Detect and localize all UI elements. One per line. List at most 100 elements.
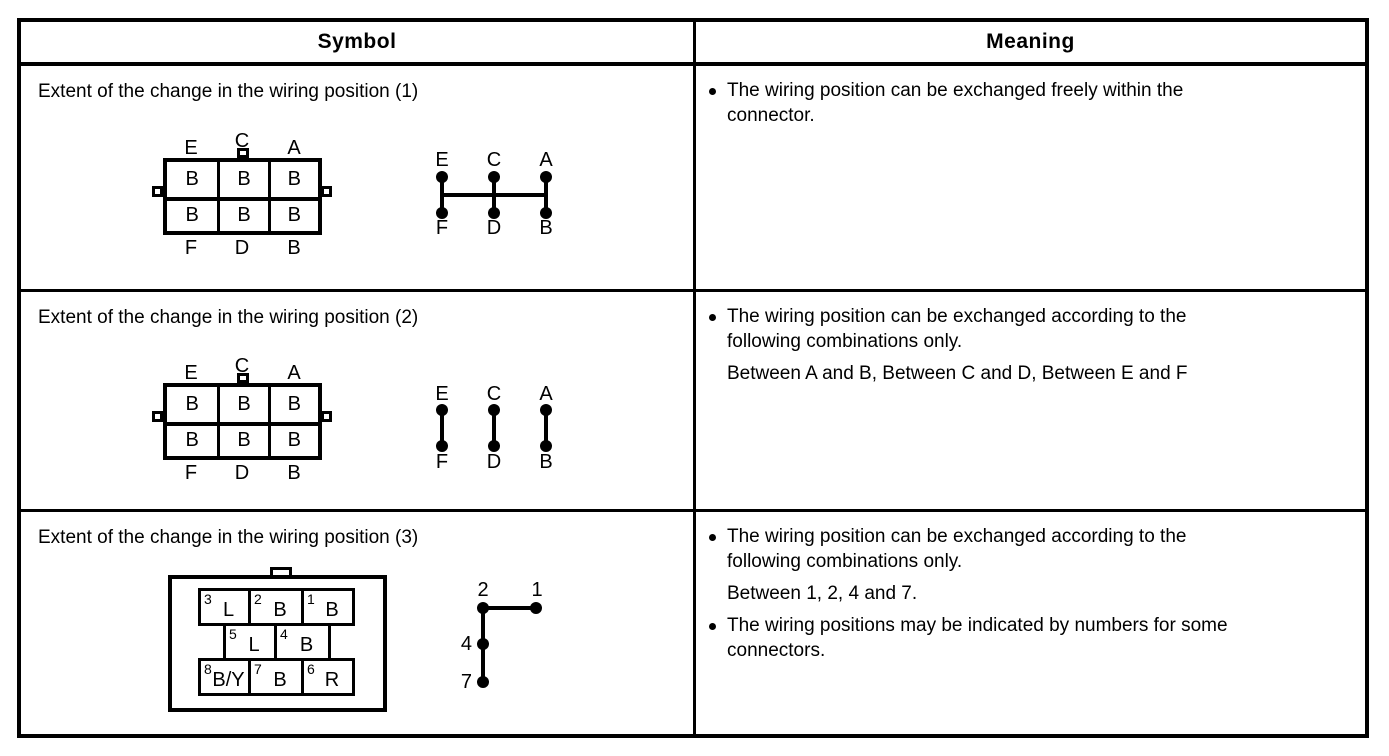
pin-dot [488, 207, 500, 219]
meaning-line: The wiring position can be exchanged acc… [696, 304, 1365, 329]
connector-bottom-label: F [184, 237, 198, 259]
pin-cell: 1 B [301, 588, 355, 626]
meaning-line: connectors. [727, 640, 826, 661]
schematic-label: C [486, 383, 502, 405]
pin-label: R [324, 669, 340, 691]
meaning-list: The wiring position can be exchanged fre… [696, 66, 1365, 128]
pin-cell: B [167, 421, 218, 457]
wire-line [544, 177, 548, 213]
pin-number: 4 [280, 626, 288, 642]
meaning-line: The wiring positions may be indicated by… [696, 613, 1365, 638]
pin-label: B [299, 634, 314, 656]
pin-dot [530, 602, 542, 614]
wire-line [492, 410, 496, 446]
connector-bottom-label: B [287, 237, 301, 259]
schematic-label: 2 [477, 579, 489, 601]
connector-diagram: B B B B B B [163, 158, 322, 235]
pin-dot [436, 207, 448, 219]
pin-label: B [273, 599, 287, 621]
pin-dot [477, 638, 489, 650]
schematic-label: D [486, 217, 502, 239]
meaning-list: The wiring position can be exchanged acc… [696, 512, 1365, 663]
pin-cell: 6 R [301, 658, 355, 696]
row3-symbol-cell: Extent of the change in the wiring posit… [21, 512, 696, 734]
connector-side-tab [321, 411, 332, 422]
meaning-line: Between A and B, Between C and D, Betwee… [727, 363, 1188, 384]
pin-cell: B [185, 167, 199, 190]
connector-bottom-label: D [234, 237, 250, 259]
pin-cell: B [267, 162, 318, 197]
schematic-label: F [435, 451, 449, 473]
row3-meaning-cell: The wiring position can be exchanged acc… [696, 512, 1365, 734]
wire-line [544, 410, 548, 446]
pin-dot [540, 171, 552, 183]
pin-dot [540, 404, 552, 416]
pin-dot [477, 602, 489, 614]
header-meaning-label: Meaning [986, 30, 1075, 53]
pin-cell: 4 B [274, 623, 331, 661]
meaning-line: following combinations only. [727, 551, 963, 572]
connector-top-label: A [287, 362, 301, 384]
schematic-label: E [435, 149, 449, 171]
pin-cell: 5 L [223, 623, 277, 661]
pin-dot [477, 676, 489, 688]
connector-bottom-label: D [234, 462, 250, 484]
connector-side-tab [152, 411, 163, 422]
schematic-label: 1 [531, 579, 543, 601]
pin-dot [436, 440, 448, 452]
schematic-label: F [435, 217, 449, 239]
pin-number: 1 [307, 591, 315, 607]
connector-bottom-label: B [287, 462, 301, 484]
pin-number: 2 [254, 591, 262, 607]
pin-dot [540, 207, 552, 219]
pin-cell: B [185, 392, 199, 415]
row2-meaning-cell: The wiring position can be exchanged acc… [696, 292, 1365, 512]
header-symbol-cell: Symbol [21, 22, 696, 66]
schematic-label: 4 [460, 633, 472, 655]
pin-dot [488, 171, 500, 183]
connector-bottom-label: F [184, 462, 198, 484]
meaning-list: The wiring position can be exchanged acc… [696, 292, 1365, 386]
schematic-label: 7 [460, 671, 472, 693]
connector-top-label: C [234, 355, 250, 377]
pin-dot [436, 404, 448, 416]
pin-cell: B [217, 387, 267, 422]
schematic-label: E [435, 383, 449, 405]
header-meaning-cell: Meaning [696, 22, 1365, 66]
meaning-line: connector. [727, 105, 815, 126]
pin-label: B [273, 669, 287, 691]
pin-label: B/Y [212, 669, 245, 691]
schematic-label: D [486, 451, 502, 473]
wire-line [483, 606, 536, 610]
row2-symbol-cell: Extent of the change in the wiring posit… [21, 292, 696, 512]
schematic-label: B [539, 451, 553, 473]
schematic-label: C [486, 149, 502, 171]
connector-top-label: C [234, 130, 250, 152]
pin-label: B [325, 599, 339, 621]
connector-side-tab [321, 186, 332, 197]
connector-top-label: E [184, 137, 198, 159]
pin-number: 5 [229, 626, 237, 642]
connector-key-tab [237, 373, 249, 383]
schematic-label: A [539, 383, 553, 405]
pin-number: 3 [204, 591, 212, 607]
pin-cell: 3 L [198, 588, 251, 626]
pin-dot [436, 171, 448, 183]
meaning-line: following combinations only. [727, 331, 963, 352]
pin-label: L [222, 599, 235, 621]
schematic-label: A [539, 149, 553, 171]
schematic-label: B [539, 217, 553, 239]
meaning-line: Between 1, 2, 4 and 7. [727, 583, 918, 604]
pin-cell: B [217, 162, 267, 197]
pin-cell: B [267, 196, 318, 231]
pin-number: 6 [307, 661, 315, 677]
pin-cell: B [167, 196, 218, 232]
pin-cell: B [267, 421, 318, 456]
row-title: Extent of the change in the wiring posit… [38, 81, 419, 102]
pin-cell: B [217, 421, 268, 456]
row1-symbol-cell: Extent of the change in the wiring posit… [21, 66, 696, 292]
pin-number: 8 [204, 661, 212, 677]
connector-top-label: E [184, 362, 198, 384]
wire-line [440, 410, 444, 446]
